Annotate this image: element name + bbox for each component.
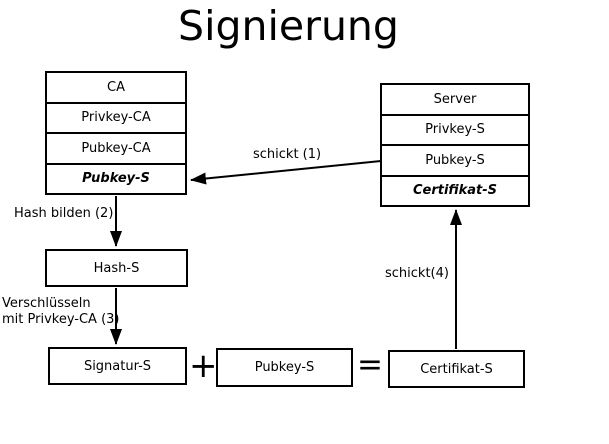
hash-s-box: Hash-S	[45, 249, 188, 287]
server-stack: Server Privkey-S Pubkey-S Certifikat-S	[380, 83, 530, 207]
server-stack-row-privkey-s: Privkey-S	[382, 116, 528, 146]
label-verschluesseln-line2: mit Privkey-CA (3)	[2, 312, 120, 327]
equals-operator: =	[357, 347, 383, 383]
server-stack-row-pubkey-s: Pubkey-S	[382, 146, 528, 177]
diagram-title: Signierung	[178, 2, 399, 50]
label-schickt-1: schickt (1)	[253, 147, 322, 162]
signatur-s-box: Signatur-S	[48, 347, 187, 385]
label-verschluesseln-line1: Verschlüsseln	[2, 296, 91, 311]
ca-stack-row-ca: CA	[47, 73, 185, 104]
server-stack-row-server: Server	[382, 85, 528, 116]
pubkey-s-box: Pubkey-S	[216, 348, 353, 387]
server-stack-row-certifikat-s: Certifikat-S	[412, 183, 498, 199]
ca-stack: CA Privkey-CA Pubkey-CA Pubkey-S	[45, 71, 187, 195]
label-hash-bilden-2: Hash bilden (2)	[14, 206, 114, 221]
arrow-schickt-1	[190, 160, 382, 185]
ca-stack-row-pubkey-s: Pubkey-S	[82, 171, 150, 187]
label-schickt-4: schickt(4)	[385, 266, 449, 281]
plus-operator: +	[189, 346, 218, 386]
ca-stack-row-privkey-ca: Privkey-CA	[47, 104, 185, 134]
ca-stack-row-pubkey-ca: Pubkey-CA	[47, 134, 185, 165]
certifikat-s-box: Certifikat-S	[388, 350, 525, 388]
